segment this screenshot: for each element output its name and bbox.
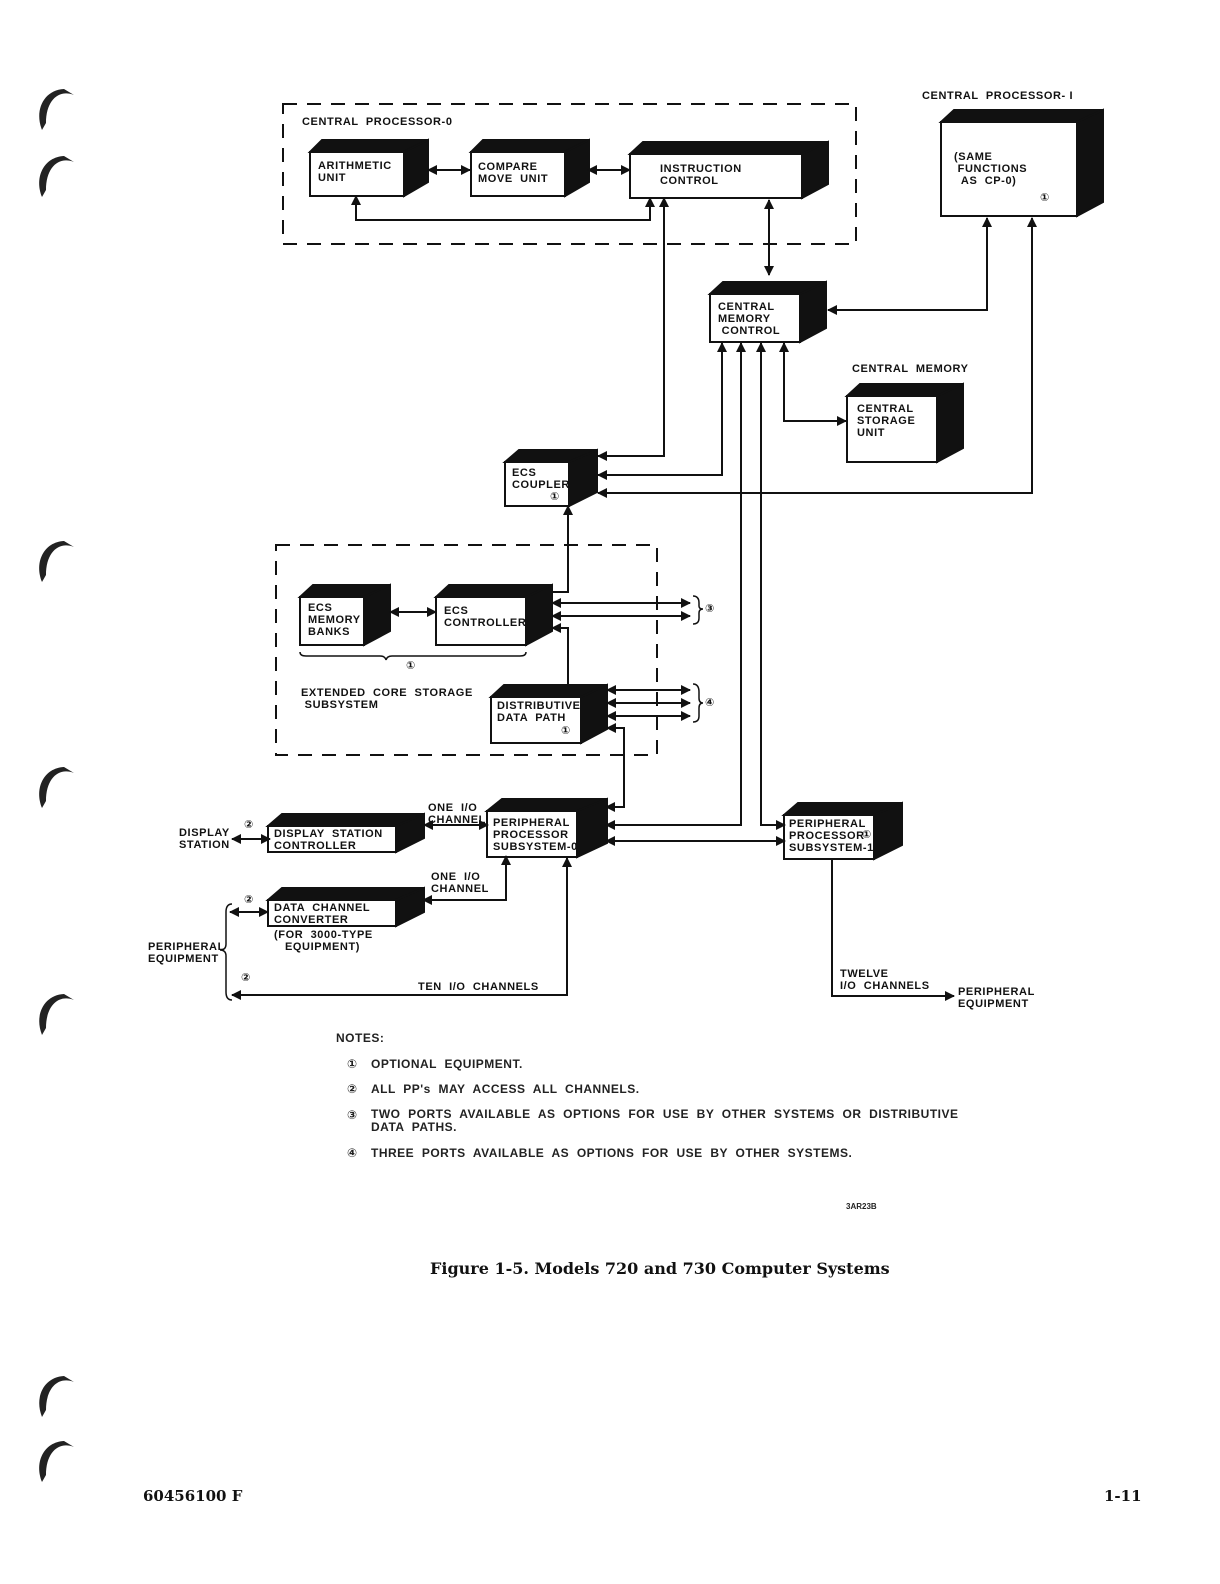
arithmetic-unit-box: [307, 138, 429, 198]
note-number: ④: [347, 1146, 358, 1160]
one-io-channel-label-b: ONE I/O CHANNEL: [431, 871, 489, 895]
note-item: ③ TWO PORTS AVAILABLE AS OPTIONS FOR USE …: [347, 1108, 959, 1134]
ecs-coupler-controller-link: [550, 505, 573, 593]
twelve-io-channels-link: [831, 858, 955, 1001]
ten-io-channels-link: [231, 857, 572, 1000]
pps0-block: PERIPHERAL PROCESSOR SUBSYSTEM-0: [493, 817, 578, 853]
instr-ecs-coupler-link: [597, 197, 669, 461]
pps1-optional-marker: ①: [862, 829, 872, 841]
note-text: TWO PORTS AVAILABLE AS OPTIONS FOR USE B…: [371, 1107, 959, 1134]
ecs-controller-block: ECS CONTROLLER: [444, 605, 527, 629]
binder-hole-mark: [39, 541, 74, 582]
ten-io-note2-marker: ②: [241, 972, 251, 984]
instruction-control-box: [627, 140, 829, 200]
display-station-controller-block: DISPLAY STATION CONTROLLER: [274, 828, 383, 852]
distributive-data-path-box: [488, 683, 608, 745]
display-station-note2-marker: ②: [244, 819, 254, 831]
binder-hole-mark: [39, 89, 74, 130]
ecs-coupler-box: [502, 448, 598, 508]
ddp-ecs-controller-link: [551, 623, 569, 685]
note-item: ① OPTIONAL EQUIPMENT.: [347, 1057, 523, 1071]
display-station-label: DISPLAY STATION: [179, 827, 230, 851]
ten-io-channels-label: TEN I/O CHANNELS: [418, 981, 539, 993]
ddp-optional-marker: ①: [561, 725, 571, 737]
cp1-block: (SAME FUNCTIONS AS CP-0): [954, 151, 1028, 187]
document-number: 60456100 F: [143, 1487, 243, 1505]
binder-hole-mark: [39, 156, 74, 197]
instruction-control-block: INSTRUCTION CONTROL: [660, 163, 742, 187]
binder-hole-mark: [39, 994, 74, 1035]
data-channel-converter-block: DATA CHANNEL CONVERTER: [274, 902, 371, 926]
binder-hole-mark: [39, 1376, 74, 1417]
cmc-pps1-link: [756, 342, 786, 830]
note-number: ③: [347, 1108, 358, 1122]
binder-hole-mark: [39, 767, 74, 808]
drawing-code: 3AR23B: [846, 1202, 877, 1211]
ecs-coupler-block: ECS COUPLER: [512, 467, 570, 491]
compare-move-unit-box: [468, 138, 590, 198]
peripheral-equipment-brace: [219, 903, 233, 1001]
central-memory-control-block: CENTRAL MEMORY CONTROL: [718, 301, 781, 337]
note3-brace: [692, 595, 704, 625]
cp1-box: [938, 108, 1104, 218]
ecs-memory-banks-block: ECS MEMORY BANKS: [308, 602, 361, 638]
cp0-group-border: [282, 103, 857, 245]
note-text: ALL PP's MAY ACCESS ALL CHANNELS.: [371, 1082, 640, 1096]
note3-marker: ③: [705, 603, 715, 615]
central-storage-unit-block: CENTRAL STORAGE UNIT: [857, 403, 916, 439]
peripheral-equipment-left-label: PERIPHERAL EQUIPMENT: [148, 941, 225, 965]
distributive-data-path-block: DISTRIBUTIVE DATA PATH: [497, 700, 581, 724]
central-memory-group-label: CENTRAL MEMORY: [852, 363, 969, 375]
ecs-memory-banks-box: [297, 583, 391, 647]
note-text: THREE PORTS AVAILABLE AS OPTIONS FOR USE…: [371, 1146, 853, 1160]
note-number: ①: [347, 1057, 358, 1071]
pps1-block: PERIPHERAL PROCESSOR SUBSYSTEM-1: [789, 818, 874, 854]
ecs-controller-box: [433, 583, 553, 647]
cp1-optional-marker: ①: [1040, 192, 1050, 204]
cp0-group-label: CENTRAL PROCESSOR-0: [302, 116, 453, 128]
cmc-pps0-link: [605, 342, 746, 830]
display-station-controller-box: [265, 812, 425, 854]
for-3000-type-label: (FOR 3000-TYPE EQUIPMENT): [274, 929, 373, 953]
peripheral-equipment-right-label: PERIPHERAL EQUIPMENT: [958, 986, 1035, 1010]
note4-brace: [692, 683, 704, 723]
page-number: 1-11: [1104, 1487, 1142, 1505]
notes-heading: NOTES:: [336, 1031, 385, 1045]
pps1-box: [781, 801, 903, 861]
ecs-optional-marker: ①: [406, 660, 416, 672]
arithmetic-unit-block: ARITHMETIC UNIT: [318, 160, 392, 184]
figure-caption: Figure 1-5. Models 720 and 730 Computer …: [430, 1259, 890, 1278]
dcc-note2-marker: ②: [244, 894, 254, 906]
ddp-pps0-link: [605, 723, 625, 812]
note-item: ② ALL PP's MAY ACCESS ALL CHANNELS.: [347, 1082, 640, 1096]
cp1-group-label: CENTRAL PROCESSOR- I: [922, 90, 1074, 102]
compare-move-unit-block: COMPARE MOVE UNIT: [478, 161, 549, 185]
note-item: ④ THREE PORTS AVAILABLE AS OPTIONS FOR US…: [347, 1146, 852, 1160]
cp1-cmc-link: [827, 217, 992, 315]
note-number: ②: [347, 1082, 358, 1096]
binder-hole-mark: [39, 1441, 74, 1482]
note4-marker: ④: [705, 697, 715, 709]
ecs-group-label: EXTENDED CORE STORAGE SUBSYSTEM: [301, 687, 473, 711]
twelve-io-channels-label: TWELVE I/O CHANNELS: [840, 968, 930, 992]
ecs-optional-brace: [299, 651, 527, 661]
instr-arith-feedback: [351, 195, 655, 221]
cmc-storage-link: [779, 342, 847, 426]
one-io-channel-label-a: ONE I/O CHANNEL: [428, 802, 486, 826]
ecs-coupler-optional-marker: ①: [550, 491, 560, 503]
note-text: OPTIONAL EQUIPMENT.: [371, 1057, 523, 1071]
